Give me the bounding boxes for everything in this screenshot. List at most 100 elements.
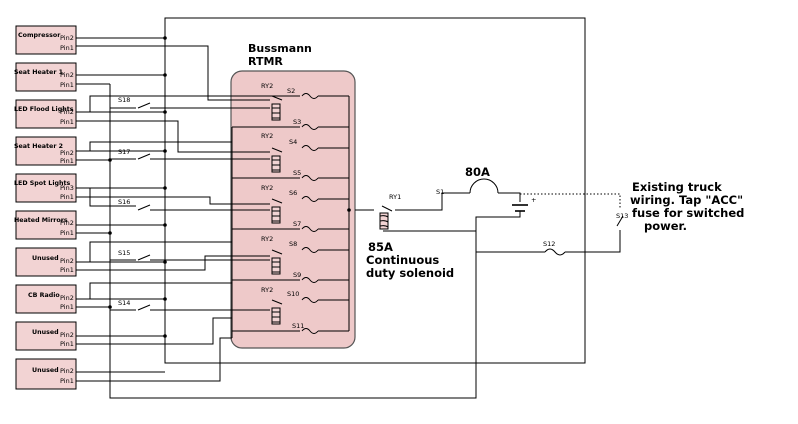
s13-label: S13 xyxy=(616,212,628,220)
svg-text:S14: S14 xyxy=(118,299,130,307)
s12-label: S12 xyxy=(543,240,555,248)
relay-block-2: RY2 S4 S5 xyxy=(232,132,349,181)
device-led-flood-lights: LED Flood Lights Pin2 Pin1 xyxy=(14,99,77,129)
svg-text:Unused: Unused xyxy=(32,255,59,262)
relay-block-5: RY2 S10 S11 xyxy=(232,286,349,334)
device-unused-2: Unused Pin2 Pin1 xyxy=(15,321,77,351)
battery-plus: + xyxy=(531,196,536,204)
svg-text:Pin1: Pin1 xyxy=(60,193,74,201)
svg-text:Pin1: Pin1 xyxy=(60,303,74,311)
solenoid-line3: duty solenoid xyxy=(366,266,454,280)
svg-text:RY2: RY2 xyxy=(261,286,273,294)
svg-text:RY2: RY2 xyxy=(261,82,273,90)
bus-nodes xyxy=(108,36,167,338)
svg-text:Seat Heater 2: Seat Heater 2 xyxy=(14,143,63,150)
svg-text:S17: S17 xyxy=(118,148,130,156)
svg-text:S11: S11 xyxy=(292,322,304,330)
svg-text:S18: S18 xyxy=(118,96,130,104)
svg-text:RY2: RY2 xyxy=(261,132,273,140)
svg-text:Pin2: Pin2 xyxy=(60,108,74,116)
svg-text:Pin2: Pin2 xyxy=(60,219,74,227)
relay-block-3: RY2 S6 S7 xyxy=(232,184,349,232)
svg-text:RY2: RY2 xyxy=(261,235,273,243)
device-seat-heater-1: Seat Heater 1 Pin2 Pin1 xyxy=(14,62,77,92)
relay-block-1: RY2 S2 S3 xyxy=(232,82,349,130)
svg-text:Pin1: Pin1 xyxy=(60,266,74,274)
ry1-label: RY1 xyxy=(389,193,401,201)
svg-text:Unused: Unused xyxy=(32,329,59,336)
s13-wire xyxy=(565,230,621,253)
s13-switch xyxy=(616,215,624,227)
fuse-80a-label: 80A xyxy=(465,165,490,179)
outer-feed-wire xyxy=(164,17,586,364)
svg-text:Pin1: Pin1 xyxy=(60,229,74,237)
svg-text:S9: S9 xyxy=(293,271,301,279)
svg-text:LED Flood Lights: LED Flood Lights xyxy=(14,106,74,113)
svg-text:Pin2: Pin2 xyxy=(60,71,74,79)
relay-block-4: RY2 S8 S9 xyxy=(232,235,349,283)
s1-wire xyxy=(395,192,470,211)
s1-label: S1 xyxy=(436,188,444,196)
device-wires xyxy=(76,37,270,382)
device-unused-3: Unused Pin2 Pin1 xyxy=(15,358,77,390)
note-line4: power. xyxy=(644,219,687,233)
svg-text:S2: S2 xyxy=(287,87,295,95)
svg-text:Pin1: Pin1 xyxy=(60,340,74,348)
svg-text:Pin2: Pin2 xyxy=(60,34,74,42)
device-cb-radio: CB Radio Pin2 Pin1 xyxy=(15,284,77,314)
svg-text:LED Spot Lights: LED Spot Lights xyxy=(14,180,70,187)
svg-text:S16: S16 xyxy=(118,198,130,206)
device-seat-heater-2: Seat Heater 2 Pin2 Pin1 xyxy=(14,136,77,166)
svg-text:Pin3: Pin3 xyxy=(60,184,74,192)
ry1-coil-windings xyxy=(379,215,389,228)
device-compressor: Compressor Pin2 Pin1 xyxy=(15,25,77,55)
svg-text:S7: S7 xyxy=(293,220,301,228)
svg-text:S6: S6 xyxy=(289,189,297,197)
svg-text:Pin2: Pin2 xyxy=(60,257,74,265)
title-line1: Bussmann xyxy=(248,42,312,55)
svg-text:S10: S10 xyxy=(287,290,299,298)
left-bus-wire xyxy=(109,84,477,399)
note-line2: wiring. Tap "ACC" xyxy=(630,193,743,207)
s12-fuse-symbol xyxy=(544,248,566,256)
svg-text:Pin1: Pin1 xyxy=(60,118,74,126)
note-line3: fuse for switched xyxy=(632,206,744,220)
fuse-80a-symbol xyxy=(469,178,499,194)
svg-text:Heated Mirrors: Heated Mirrors xyxy=(14,217,68,224)
title-line2: RTMR xyxy=(248,55,283,68)
svg-text:Unused: Unused xyxy=(32,367,59,374)
svg-text:Pin1: Pin1 xyxy=(60,44,74,52)
svg-text:S4: S4 xyxy=(289,138,297,146)
svg-text:Pin1: Pin1 xyxy=(60,157,74,165)
svg-text:Pin2: Pin2 xyxy=(60,294,74,302)
device-unused-1: Unused Pin2 Pin1 xyxy=(15,247,77,277)
battery-ground-wire xyxy=(475,211,521,231)
svg-text:Pin2: Pin2 xyxy=(60,149,74,157)
svg-text:S8: S8 xyxy=(289,240,297,248)
svg-text:RY2: RY2 xyxy=(261,184,273,192)
svg-text:Pin2: Pin2 xyxy=(60,367,74,375)
ry1-contact xyxy=(381,205,393,212)
svg-text:S5: S5 xyxy=(293,169,301,177)
svg-text:Pin2: Pin2 xyxy=(60,331,74,339)
solenoid-line2: Continuous xyxy=(366,253,439,267)
device-led-spot-lights: LED Spot Lights Pin3 Pin1 xyxy=(14,173,77,203)
svg-text:S3: S3 xyxy=(293,118,301,126)
svg-text:S15: S15 xyxy=(118,249,130,257)
switch-s18: S18 xyxy=(89,95,300,112)
acc-dotted-wire xyxy=(520,193,621,208)
switch-s14: S14 xyxy=(89,282,270,311)
switch-s15: S15 xyxy=(89,241,270,262)
fuse-to-battery-wire xyxy=(498,192,521,202)
note-line1: Existing truck xyxy=(632,180,722,194)
svg-text:Pin1: Pin1 xyxy=(60,377,74,385)
svg-text:Compressor: Compressor xyxy=(18,32,61,39)
svg-text:Pin1: Pin1 xyxy=(60,81,74,89)
svg-text:CB Radio: CB Radio xyxy=(28,292,60,299)
device-heated-mirrors: Heated Mirrors Pin2 Pin1 xyxy=(14,210,77,240)
solenoid-line1: 85A xyxy=(368,240,393,254)
switch-s17: S17 xyxy=(89,141,270,160)
switch-s16: S16 xyxy=(89,188,270,211)
svg-text:Seat Heater 1: Seat Heater 1 xyxy=(14,69,63,76)
